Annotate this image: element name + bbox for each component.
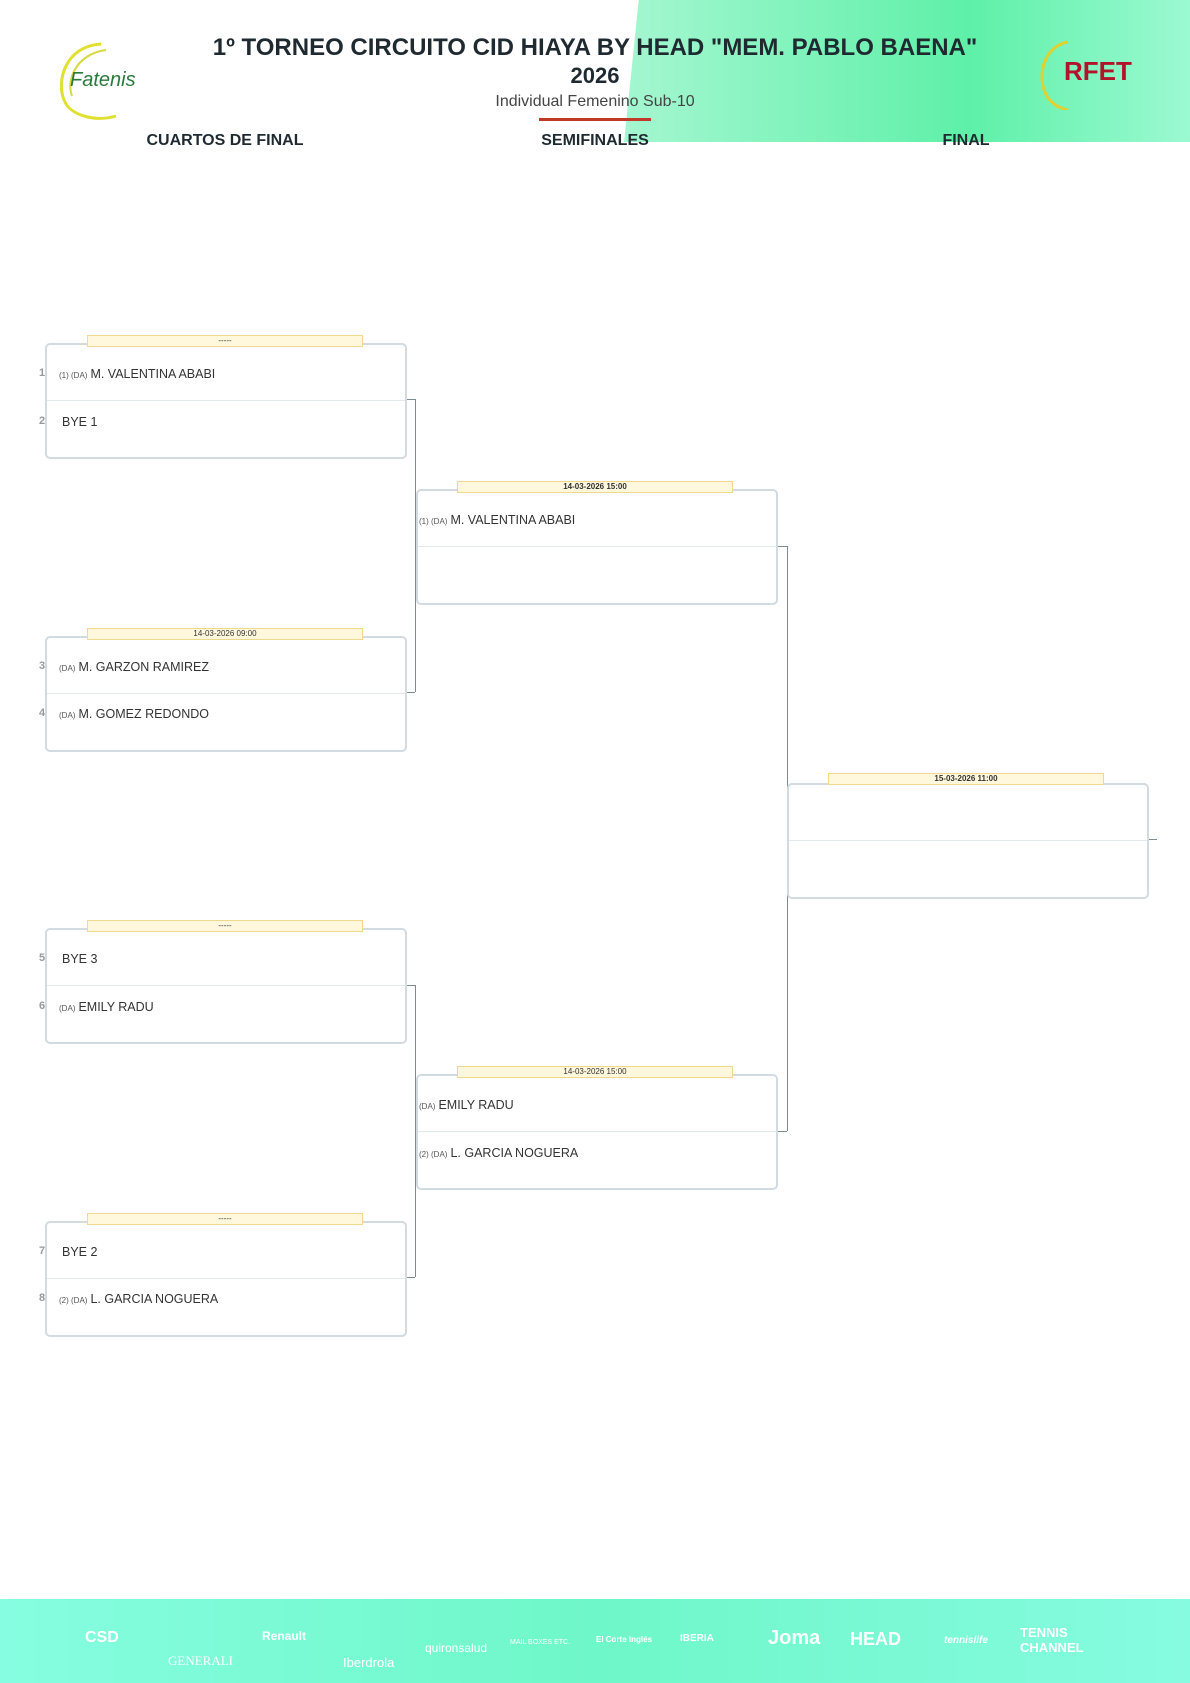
tab-semifinales[interactable]: SEMIFINALES bbox=[541, 132, 649, 149]
match-date: 14-03-2026 15:00 bbox=[457, 481, 733, 493]
connector bbox=[404, 399, 415, 400]
player-slot[interactable]: BYE 2 bbox=[62, 1245, 98, 1259]
sponsors-footer: CSD GENERALI Renault Iberdrola quironsal… bbox=[0, 1599, 1190, 1683]
match-date: 15-03-2026 11:00 bbox=[828, 773, 1104, 785]
connector bbox=[775, 546, 787, 547]
player-slot[interactable]: (DA)M. GARZON RAMIREZ bbox=[59, 660, 210, 674]
seed-number: 6 bbox=[39, 1000, 46, 1012]
connector bbox=[1147, 839, 1157, 840]
sponsor-logo: HEAD bbox=[850, 1629, 902, 1649]
sponsor-logo: tennislife bbox=[944, 1635, 988, 1646]
sponsor-logo: El Corte Inglés bbox=[596, 1635, 653, 1644]
seed-number: 1 bbox=[39, 367, 46, 379]
seed-number: 2 bbox=[39, 415, 46, 427]
connector bbox=[775, 1131, 787, 1132]
match-date: ----- bbox=[87, 920, 363, 932]
connector bbox=[404, 985, 415, 986]
tournament-year: 2026 bbox=[570, 63, 620, 88]
seed-number: 7 bbox=[39, 1245, 46, 1257]
player-slot[interactable]: (1) (DA)M. VALENTINA ABABI bbox=[419, 513, 576, 527]
tournament-title: 1º TORNEO CIRCUITO CID HIAYA BY HEAD "ME… bbox=[212, 34, 978, 61]
sponsor-logo: CSD bbox=[85, 1629, 119, 1646]
sponsor-logo: MAIL BOXES ETC. bbox=[510, 1639, 571, 1646]
draw-subtitle: Individual Femenino Sub-10 bbox=[495, 93, 695, 110]
active-round-indicator bbox=[539, 118, 651, 121]
player-slot[interactable]: (1) (DA)M. VALENTINA ABABI bbox=[59, 367, 216, 381]
connector bbox=[404, 692, 415, 693]
rfet-logo: RFET bbox=[1038, 40, 1138, 112]
connector bbox=[415, 985, 416, 1277]
player-slot[interactable]: (2) (DA)L. GARCIA NOGUERA bbox=[59, 1292, 219, 1306]
tab-cuartos[interactable]: CUARTOS DE FINAL bbox=[146, 132, 304, 149]
seed-number: 4 bbox=[39, 707, 46, 719]
sponsor-logo: GENERALI bbox=[168, 1653, 233, 1668]
tab-final[interactable]: FINAL bbox=[942, 132, 990, 149]
sponsor-logo: quironsalud bbox=[425, 1641, 488, 1655]
player-slot[interactable]: BYE 1 bbox=[62, 415, 98, 429]
seed-number: 5 bbox=[39, 952, 46, 964]
match-date: 14-03-2026 09:00 bbox=[87, 628, 363, 640]
fatenis-logo: Fatenis bbox=[56, 40, 151, 122]
sponsor-logo: Iberdrola bbox=[343, 1655, 395, 1670]
player-slot[interactable]: (DA)M. GOMEZ REDONDO bbox=[59, 707, 210, 721]
connector bbox=[415, 399, 416, 692]
sponsor-logo: IBERIA bbox=[680, 1633, 714, 1644]
connector bbox=[404, 1277, 415, 1278]
player-slot[interactable]: BYE 3 bbox=[62, 952, 98, 966]
seed-number: 3 bbox=[39, 660, 46, 672]
player-slot[interactable] bbox=[419, 561, 422, 575]
player-slot[interactable]: (DA)EMILY RADU bbox=[419, 1098, 514, 1112]
svg-text:Fatenis: Fatenis bbox=[70, 69, 136, 91]
sponsor-logo: Renault bbox=[262, 1629, 307, 1643]
svg-text:RFET: RFET bbox=[1064, 56, 1132, 86]
seed-number: 8 bbox=[39, 1292, 46, 1304]
sponsor-logo: TENNIS CHANNEL bbox=[1020, 1625, 1084, 1655]
player-slot[interactable]: (2) (DA)L. GARCIA NOGUERA bbox=[419, 1146, 579, 1160]
match-date: ----- bbox=[87, 1213, 363, 1225]
player-slot[interactable]: (DA)EMILY RADU bbox=[59, 1000, 154, 1014]
match-date: 14-03-2026 15:00 bbox=[457, 1066, 733, 1078]
match-date: ----- bbox=[87, 335, 363, 347]
sponsor-logo: Joma bbox=[768, 1627, 821, 1649]
